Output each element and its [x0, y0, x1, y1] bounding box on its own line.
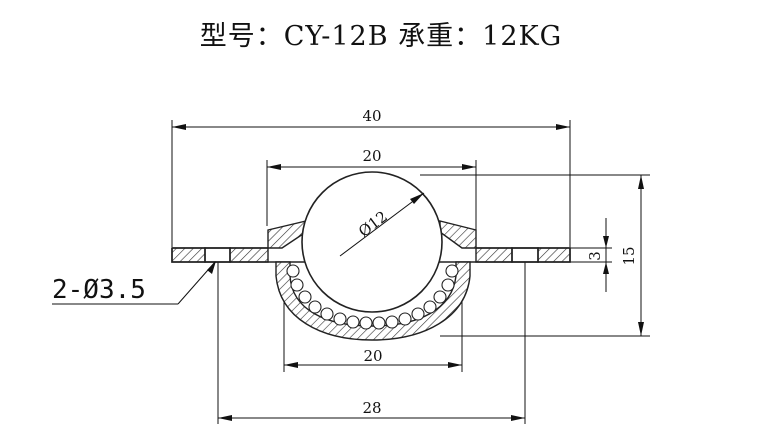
dim-label-total-height: 15	[620, 246, 638, 265]
dimension-cup-width-bottom: 20	[284, 347, 462, 368]
dimension-hole-spacing: 28	[218, 399, 525, 421]
dimension-total-height: 15	[620, 175, 644, 336]
dim-label-holes: 2-Ø3.5	[52, 275, 146, 305]
dimension-flange-thickness: 3	[586, 218, 609, 292]
dim-label-hole-spacing: 28	[362, 399, 381, 417]
flange-housing	[171, 247, 571, 263]
dim-label-overall-width: 40	[362, 107, 381, 125]
dimension-ball-width-top: 20	[267, 147, 476, 170]
main-ball	[301, 171, 443, 313]
dim-label-ball-width-top: 20	[362, 147, 381, 165]
dim-label-cup-width-bottom: 20	[363, 347, 382, 365]
dimension-overall-width: 40	[172, 107, 570, 130]
retaining-lips	[267, 220, 477, 249]
extension-lines	[171, 120, 650, 424]
hole-callout: 2-Ø3.5	[52, 261, 216, 305]
dim-label-flange-thickness: 3	[586, 251, 604, 261]
support-balls	[286, 264, 459, 330]
drawing-title: 型号：CY-12B 承重：12KG	[199, 21, 563, 52]
